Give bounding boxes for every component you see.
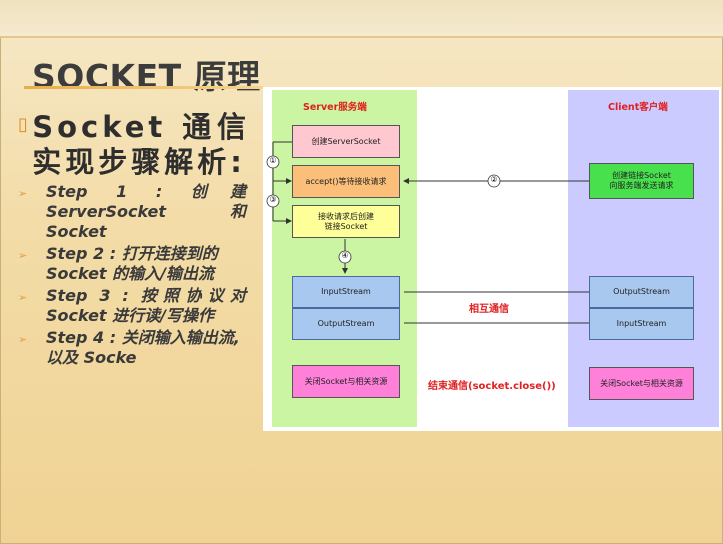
- step-item: ➢ Step 4 : 关闭输入输出流, 以及 Socke: [18, 328, 250, 368]
- slide-title: SOCKET 原理: [32, 57, 261, 96]
- step-text: Step 2 : 打开连接到的Socket 的输入/输出流: [46, 244, 218, 283]
- marker-3-icon: ③: [269, 195, 277, 204]
- server-label: Server服务端: [303, 102, 367, 113]
- marker-1-icon: ①: [269, 156, 277, 165]
- client-create-socket-box: 创建链接Socket 向服务端发送请求: [589, 163, 694, 199]
- step-item: ➢ Step 1 : 创建ServerSocket 和Socket: [18, 182, 250, 242]
- connected-line-1: 接收请求后创建: [318, 211, 374, 221]
- connected-line-2: 链接Socket: [324, 221, 368, 231]
- bullet-arrow-icon: ➢: [18, 249, 28, 262]
- step-item: ➢ Step 3 : 按照协议对Socket 进行读/写操作: [18, 286, 250, 326]
- marker-2-icon: ②: [490, 175, 498, 184]
- socket-diagram: Server服务端 Client客户端 ① ② ③ ④ 创建ServerSock…: [263, 87, 721, 431]
- step-text: Step 1 : 创建ServerSocket 和Socket: [46, 182, 246, 241]
- client-inputstream-box: InputStream: [589, 308, 694, 340]
- client-create-line-1: 创建链接Socket: [612, 171, 671, 180]
- connected-socket-box: 接收请求后创建 链接Socket: [292, 205, 400, 238]
- server-inputstream-box: InputStream: [292, 276, 400, 308]
- bullet-list: ▯ Socket 通信实现步骤解析: ➢ Step 1 : 创建ServerSo…: [18, 110, 250, 368]
- client-label: Client客户端: [608, 102, 668, 113]
- server-outputstream-box: OutputStream: [292, 308, 400, 340]
- client-close-box: 关闭Socket与相关资源: [589, 367, 694, 400]
- slide-top-band: [0, 0, 723, 38]
- bullet-arrow-icon: ➢: [18, 187, 28, 200]
- client-create-line-2: 向服务端发送请求: [609, 181, 674, 190]
- main-bullet-text: Socket 通信实现步骤解析:: [32, 110, 250, 179]
- diagram-connectors: [266, 141, 589, 324]
- mutual-communication-label: 相互通信: [469, 304, 509, 315]
- step-item: ➢ Step 2 : 打开连接到的Socket 的输入/输出流: [18, 244, 250, 284]
- bullet-arrow-icon: ➢: [18, 333, 28, 346]
- bullet-square-icon: ▯: [18, 114, 28, 135]
- marker-4-icon: ④: [341, 251, 349, 260]
- end-communication-label: 结束通信(socket.close()): [428, 381, 556, 392]
- main-bullet: ▯ Socket 通信实现步骤解析:: [18, 110, 250, 180]
- step-text: Step 3 : 按照协议对Socket 进行读/写操作: [46, 286, 246, 325]
- accept-box: accept()等待接收请求: [292, 165, 400, 198]
- client-outputstream-box: OutputStream: [589, 276, 694, 308]
- server-close-box: 关闭Socket与相关资源: [292, 365, 400, 398]
- title-underline: [24, 86, 264, 89]
- create-serversocket-box: 创建ServerSocket: [292, 125, 400, 158]
- bullet-arrow-icon: ➢: [18, 291, 28, 304]
- step-text: Step 4 : 关闭输入输出流, 以及 Socke: [46, 328, 240, 367]
